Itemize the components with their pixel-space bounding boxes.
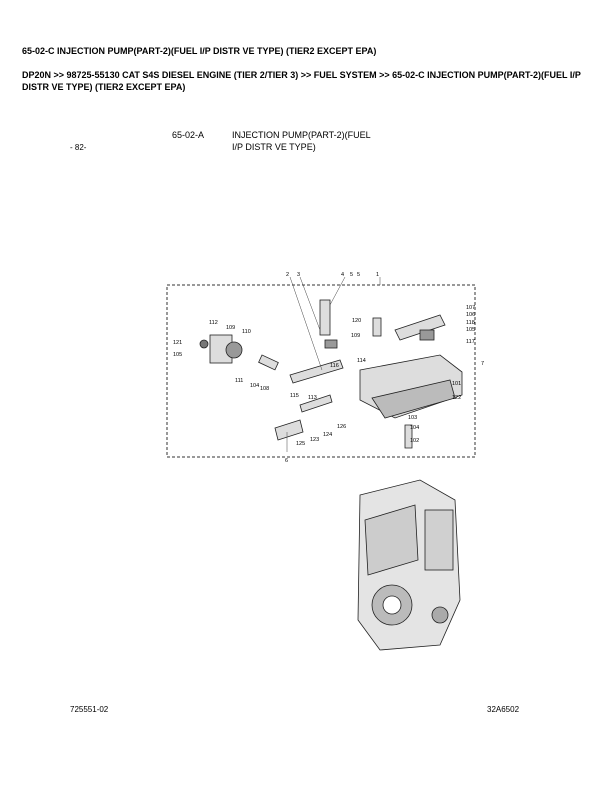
callout: 112: [209, 320, 218, 326]
callout: 102: [410, 438, 419, 444]
callout: 4: [341, 272, 344, 278]
callout: 101: [452, 381, 461, 387]
callout: 120: [352, 318, 361, 324]
callout: 3: [297, 272, 300, 278]
caption-line-2: I/P DISTR VE TYPE): [232, 142, 316, 152]
callout: 2: [286, 272, 289, 278]
callout: 124: [323, 432, 332, 438]
callout: 122: [452, 395, 461, 401]
callout: 5: [357, 272, 360, 278]
pump-parts-illustration: [199, 299, 463, 449]
drawing-number: 725551-02: [70, 705, 109, 714]
callout: 104: [410, 425, 419, 431]
callout: 5: [350, 272, 353, 278]
callout: 118: [466, 320, 475, 326]
callout: 107: [466, 305, 475, 311]
callout: 117: [466, 339, 475, 345]
injection-pump-body-illustration: [357, 479, 461, 651]
callout: 114: [357, 358, 366, 364]
callout: 109: [351, 333, 360, 339]
callout: 106: [466, 312, 475, 318]
callout-labels: 2 3 4 5 5 1 107 106 118 105 117 7 120 10…: [173, 272, 484, 464]
callout: 111: [235, 378, 243, 384]
callout: 103: [408, 415, 417, 421]
callout: 108: [260, 386, 269, 392]
caption-line-1: INJECTION PUMP(PART-2)(FUEL: [232, 130, 371, 140]
callout: 116: [330, 363, 339, 369]
callout: 105: [173, 352, 182, 358]
callout: 123: [310, 437, 319, 443]
breadcrumb: DP20N >> 98725-55130 CAT S4S DIESEL ENGI…: [22, 70, 581, 92]
figure-code: 32A6502: [487, 705, 520, 714]
callout: 126: [337, 424, 346, 430]
callout: 104: [250, 383, 259, 389]
callout-leaders: [286, 276, 381, 452]
callout: 7: [481, 361, 484, 367]
callout: 6: [285, 458, 288, 464]
callout: 110: [242, 329, 251, 335]
callout: 115: [290, 393, 299, 399]
callout: 109: [226, 325, 235, 331]
callout: 105: [466, 327, 475, 333]
page-title: 65-02-C INJECTION PUMP(PART-2)(FUEL I/P …: [22, 46, 377, 56]
callout: 125: [296, 441, 305, 447]
section-code: 65-02-A: [172, 130, 204, 140]
callout: 121: [173, 340, 182, 346]
callout: 1: [376, 272, 379, 278]
callout: 113: [308, 395, 317, 401]
page-number: - 82-: [70, 143, 87, 152]
